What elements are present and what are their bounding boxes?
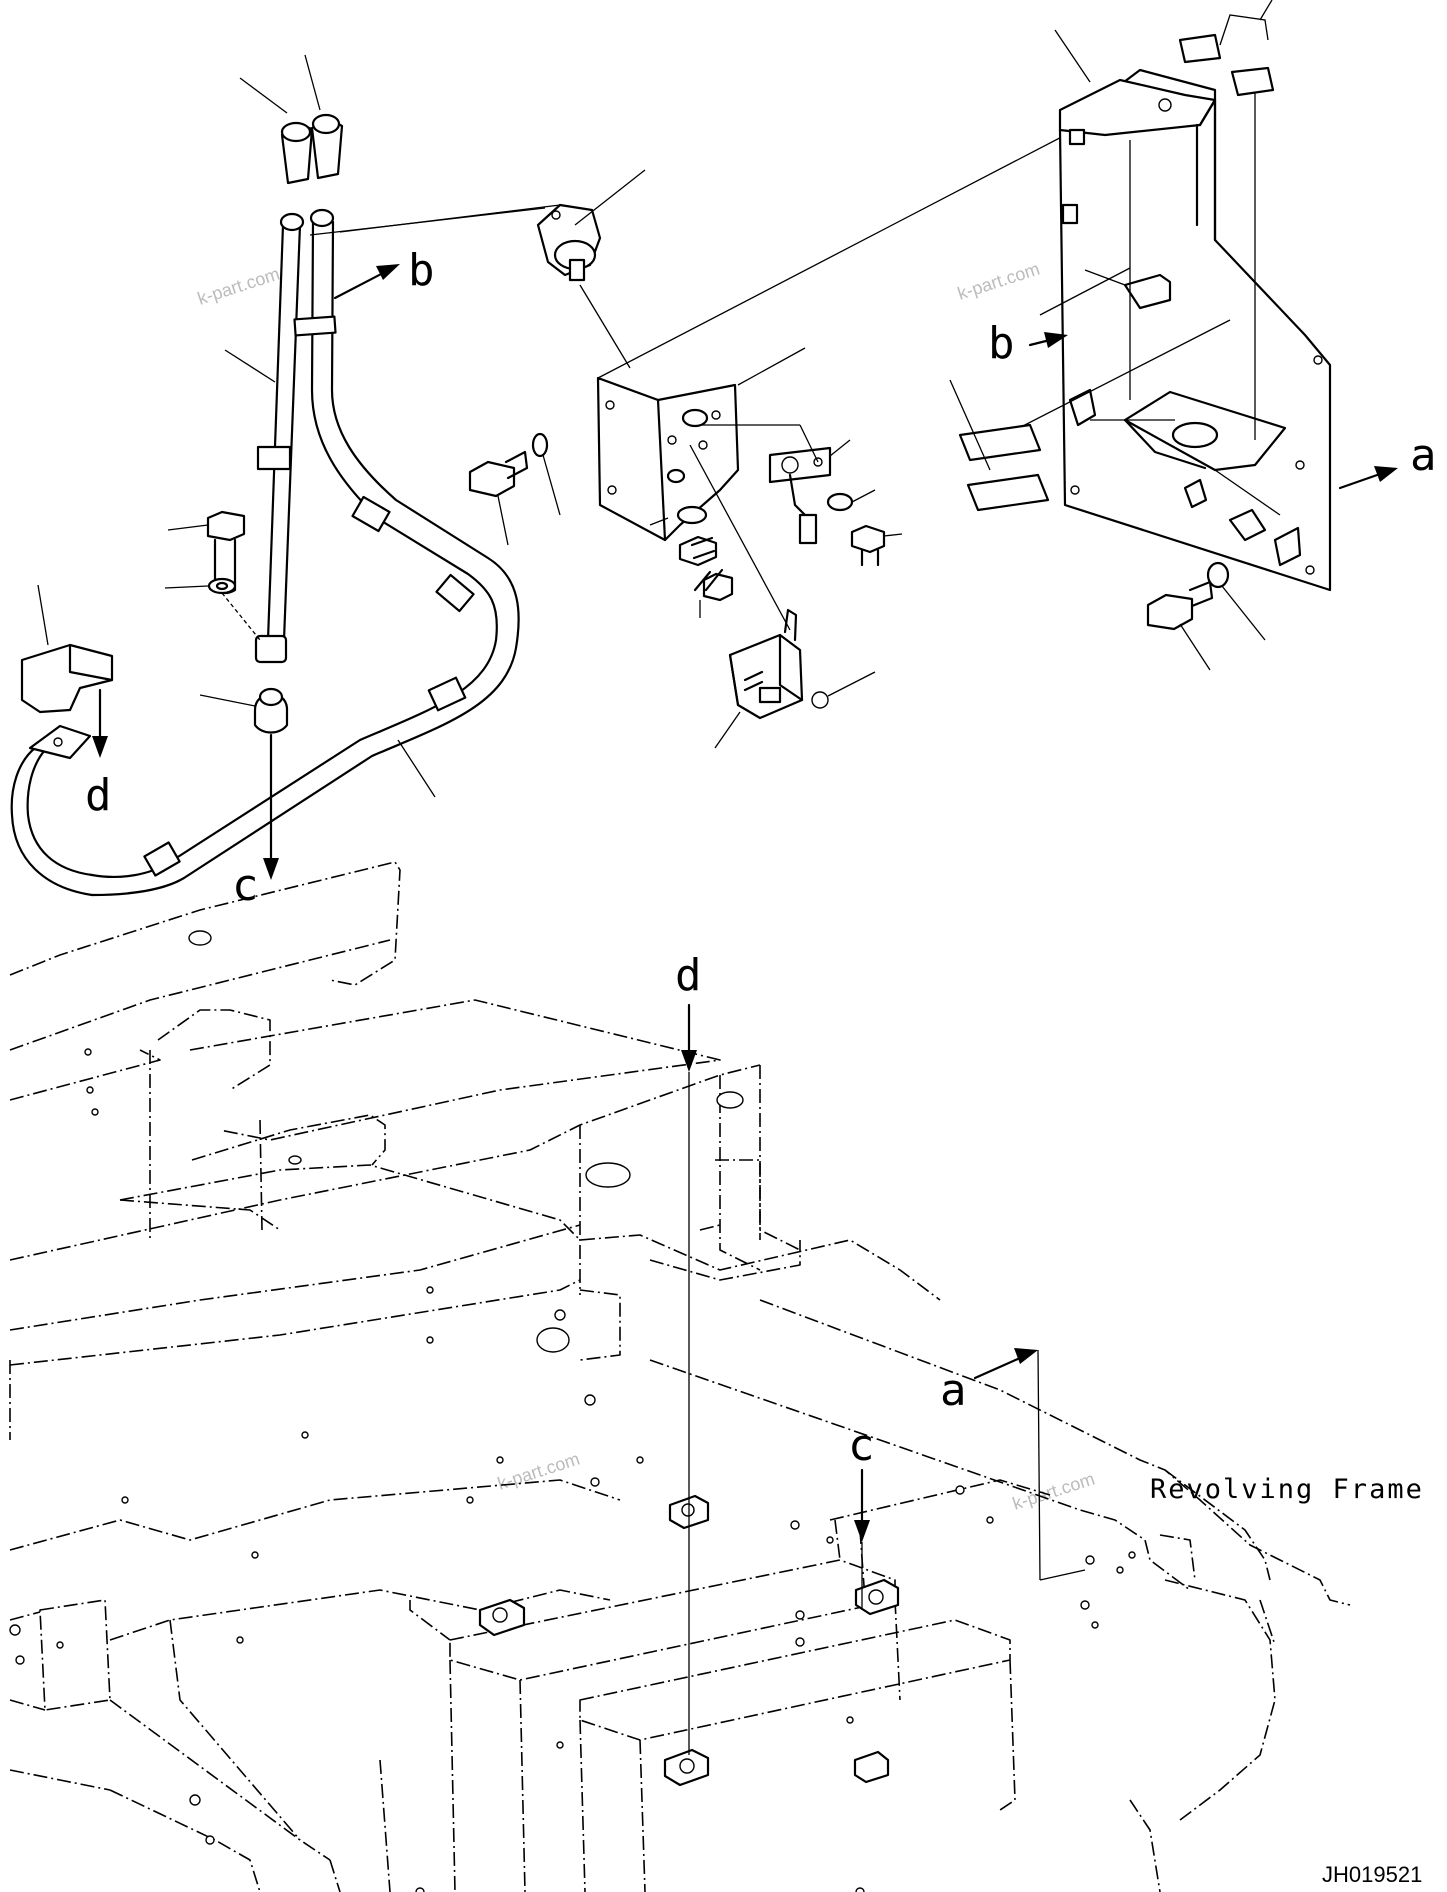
reference-arrows-lower: d a c [675, 950, 1086, 1755]
bolt-washer-right [1146, 561, 1266, 671]
watermark-4: k-part.com [1010, 1469, 1097, 1514]
battery-relay [536, 169, 646, 369]
watermark-3: k-part.com [495, 1449, 582, 1494]
label-c-frame: c [848, 1420, 875, 1471]
frame-holes [9, 930, 1136, 1892]
label-c-harness: c [232, 860, 259, 911]
bolt-washer-middle [468, 432, 734, 618]
label-d-frame: d [675, 950, 702, 1001]
battery-terminals [478, 1494, 900, 1787]
label-d-harness: d [85, 770, 112, 821]
label-a-frame: a [940, 1365, 967, 1416]
label-b-bracket: b [988, 318, 1015, 369]
terminal-cover [20, 584, 114, 714]
label-a-right: a [1410, 430, 1437, 481]
battery-cable-harness [10, 204, 561, 897]
drawing-code: JH019521 [1322, 1862, 1422, 1887]
battery-mount-plate [1014, 29, 1332, 592]
reference-arrows-upper: b b a d c [85, 245, 1437, 911]
connector-bracket [700, 424, 903, 567]
watermark-2: k-part.com [955, 259, 1042, 304]
terminal-caps [239, 54, 344, 185]
caption-revolving-frame: Revolving Frame [1150, 1474, 1424, 1505]
adhesive-pads [949, 0, 1275, 512]
label-b-harness: b [408, 245, 435, 296]
fuse-box [689, 444, 876, 749]
revolving-frame [9, 861, 1351, 1892]
watermark-1: k-part.com [195, 264, 282, 309]
bolt-washer-left [164, 510, 261, 641]
rubber-cap [199, 687, 289, 734]
